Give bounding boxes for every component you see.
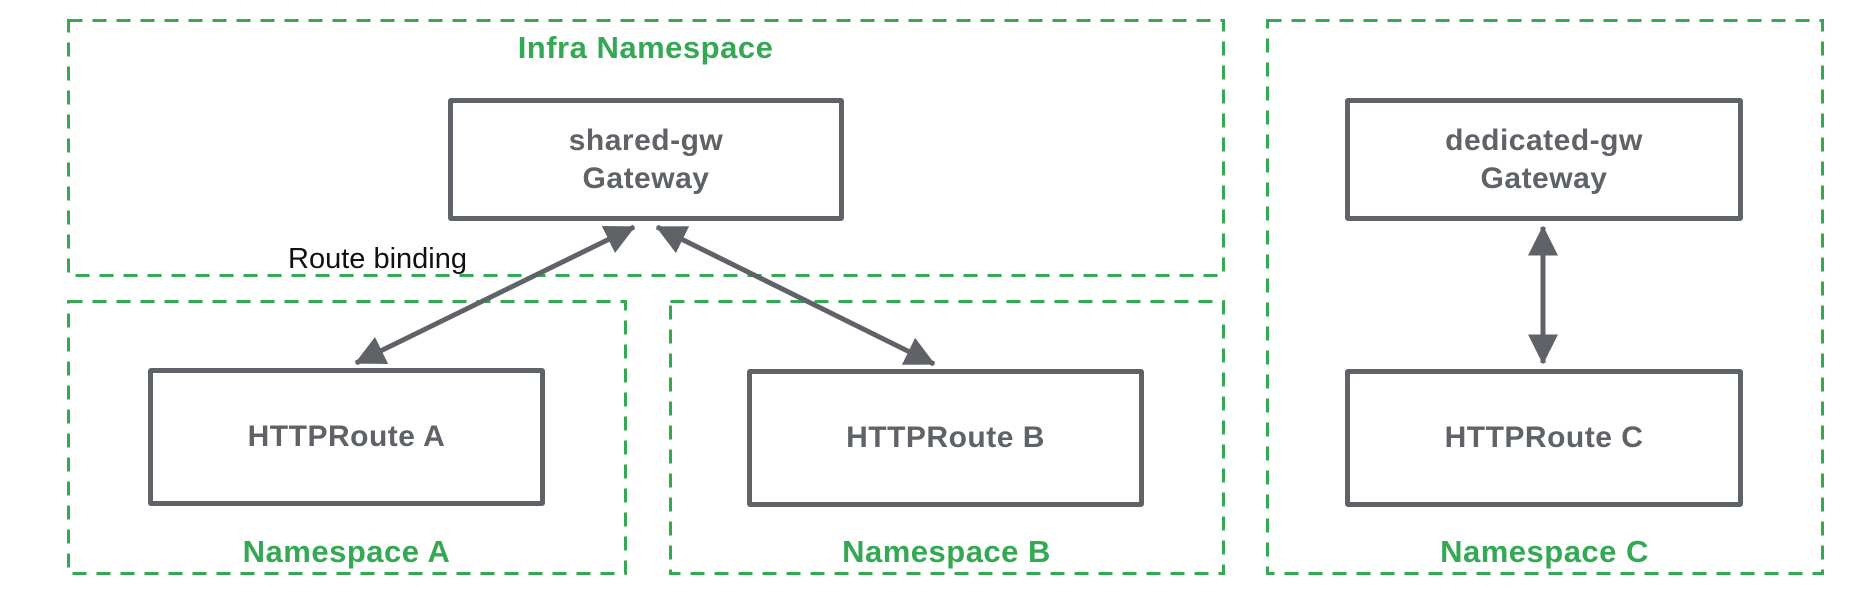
httproute-b-node: HTTPRoute B <box>747 369 1144 507</box>
shared-gateway-name: shared-gw <box>568 123 724 157</box>
shared-gateway-node: shared-gw Gateway <box>448 98 844 221</box>
httproute-b-label: HTTPRoute B <box>846 421 1045 455</box>
route-binding-annotation: Route binding <box>288 243 467 275</box>
shared-gateway-kind: Gateway <box>582 161 710 195</box>
infra-namespace-border <box>67 19 1225 277</box>
dedicated-gateway-node: dedicated-gw Gateway <box>1345 98 1743 221</box>
namespace-b-label: Namespace B <box>842 534 1051 569</box>
edge-sharedgw-routeb-arrow <box>655 224 936 367</box>
namespace-a-border <box>67 300 627 575</box>
httproute-a-label: HTTPRoute A <box>247 420 446 454</box>
namespace-a-label: Namespace A <box>242 534 451 569</box>
edge-sharedgw-routea-arrow <box>354 224 636 366</box>
httproute-a-node: HTTPRoute A <box>148 368 545 506</box>
namespace-c-border <box>1266 19 1824 575</box>
namespace-c-label: Namespace C <box>1440 534 1649 569</box>
dedicated-gateway-kind: Gateway <box>1480 161 1608 195</box>
infra-namespace-label: Infra Namespace <box>517 30 774 65</box>
httproute-c-node: HTTPRoute C <box>1345 369 1743 507</box>
namespace-b-border <box>669 300 1225 575</box>
httproute-c-label: HTTPRoute C <box>1444 421 1644 455</box>
dedicated-gateway-name: dedicated-gw <box>1445 123 1643 157</box>
